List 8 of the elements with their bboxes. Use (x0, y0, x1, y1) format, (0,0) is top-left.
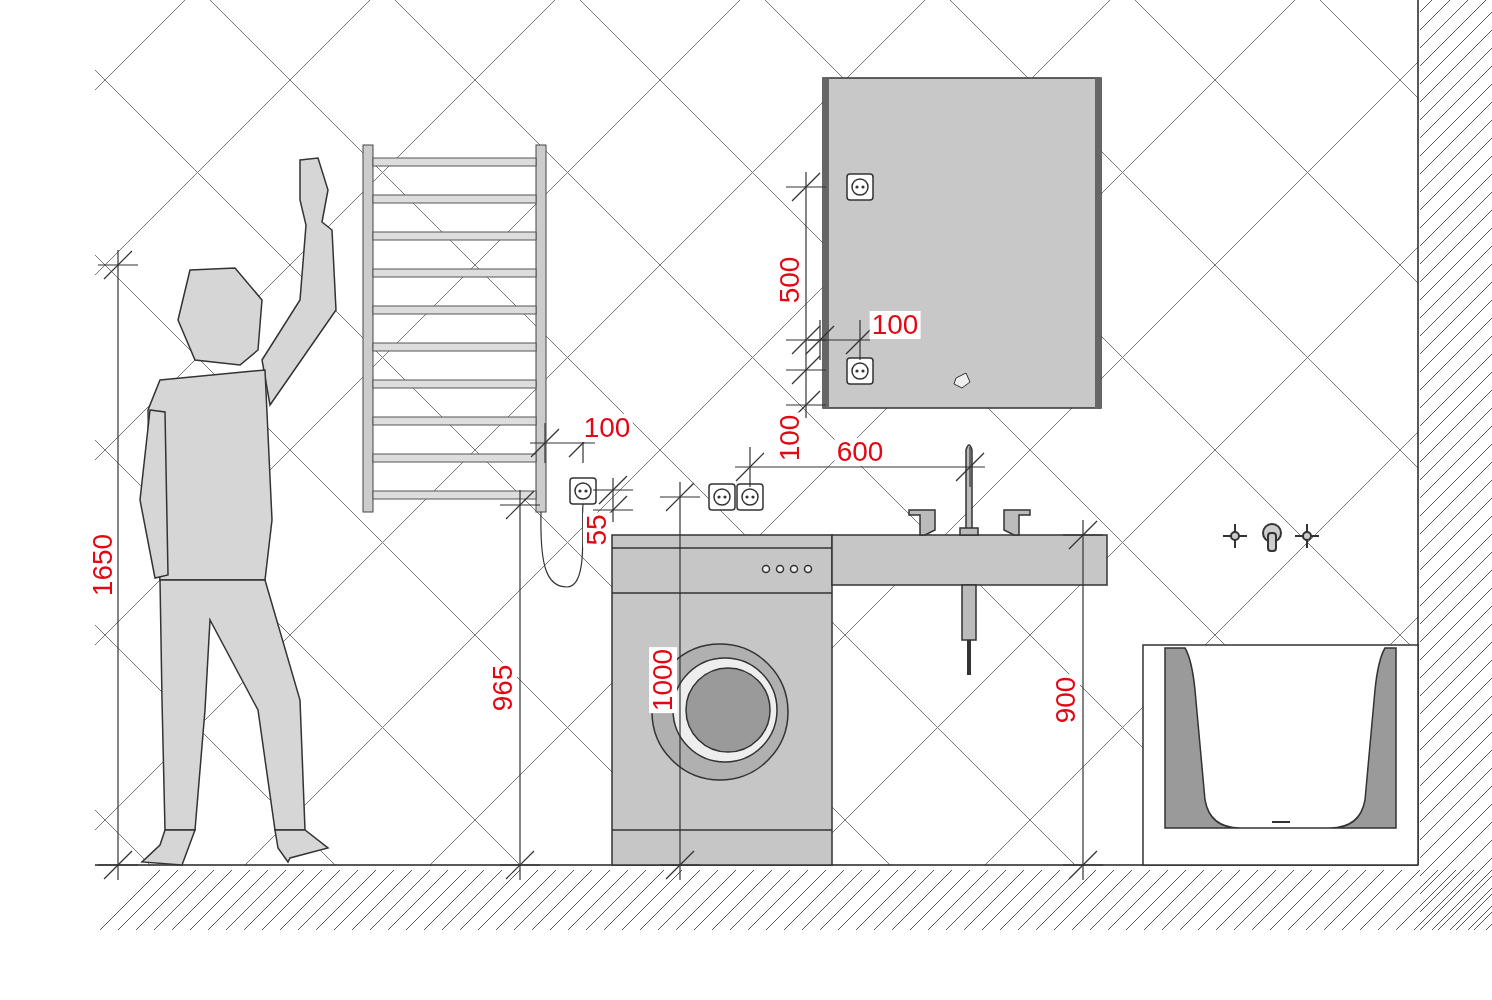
dimension-label: 1000 (649, 646, 677, 714)
dimension-label: 55 (583, 512, 611, 548)
dimension-label: 100 (869, 311, 921, 339)
towel-rail-drawing (362, 144, 547, 513)
socket-icon (569, 477, 597, 505)
dimension-label: 600 (834, 438, 886, 466)
power-cord (540, 503, 584, 588)
dimension-label: 100 (581, 414, 633, 442)
